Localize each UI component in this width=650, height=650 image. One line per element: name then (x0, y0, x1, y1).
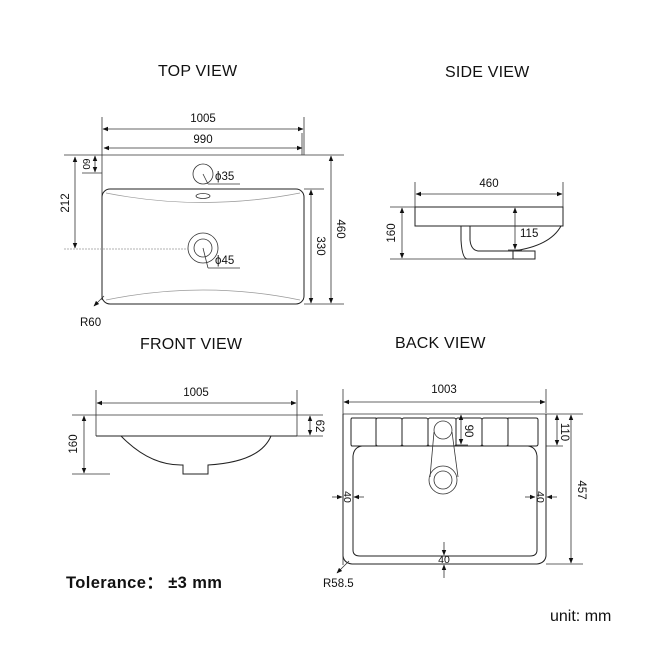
dim-side-115: 115 (520, 228, 538, 240)
back-view-drawing: 1003 90 110 457 40 40 40 R58.5 (323, 384, 587, 590)
dim-front-160: 160 (68, 434, 80, 453)
dim-60: 60 (80, 158, 91, 170)
dim-back-110: 110 (558, 423, 570, 441)
dim-side-460: 460 (479, 178, 498, 190)
dim-back-1003: 1003 (431, 384, 457, 396)
tolerance-note: Tolerance： ±3 mm (66, 574, 223, 592)
dim-faucet-hole: ϕ35 (215, 171, 234, 183)
dim-top-1005: 1005 (190, 113, 216, 125)
dim-r58-5: R58.5 (323, 578, 354, 590)
dim-330: 330 (314, 236, 326, 255)
dim-back-bottom-40: 40 (438, 554, 450, 566)
dim-top-990: 990 (193, 134, 212, 146)
front-view-drawing: 1005 160 62 (68, 387, 325, 475)
dim-back-90: 90 (462, 425, 474, 438)
side-view-drawing: 460 160 115 (386, 178, 564, 260)
unit-note: unit: mm (550, 608, 612, 625)
dim-back-right-40: 40 (534, 491, 546, 503)
dim-back-left-40: 40 (341, 491, 353, 503)
dim-r60: R60 (80, 317, 101, 329)
dim-212: 212 (60, 193, 72, 212)
top-view-drawing: 1005 990 ϕ35 ϕ45 212 60 330 460 R60 (60, 113, 346, 329)
front-view-title: FRONT VIEW (140, 336, 243, 353)
dim-front-1005: 1005 (183, 387, 209, 399)
dim-side-160: 160 (386, 223, 398, 242)
dim-drain-hole: ϕ45 (215, 255, 234, 267)
dim-back-457: 457 (575, 480, 587, 499)
top-view-title: TOP VIEW (158, 63, 238, 80)
back-view-title: BACK VIEW (395, 335, 486, 352)
dim-front-62: 62 (313, 420, 325, 433)
dim-460: 460 (334, 219, 346, 238)
side-view-title: SIDE VIEW (445, 64, 530, 81)
